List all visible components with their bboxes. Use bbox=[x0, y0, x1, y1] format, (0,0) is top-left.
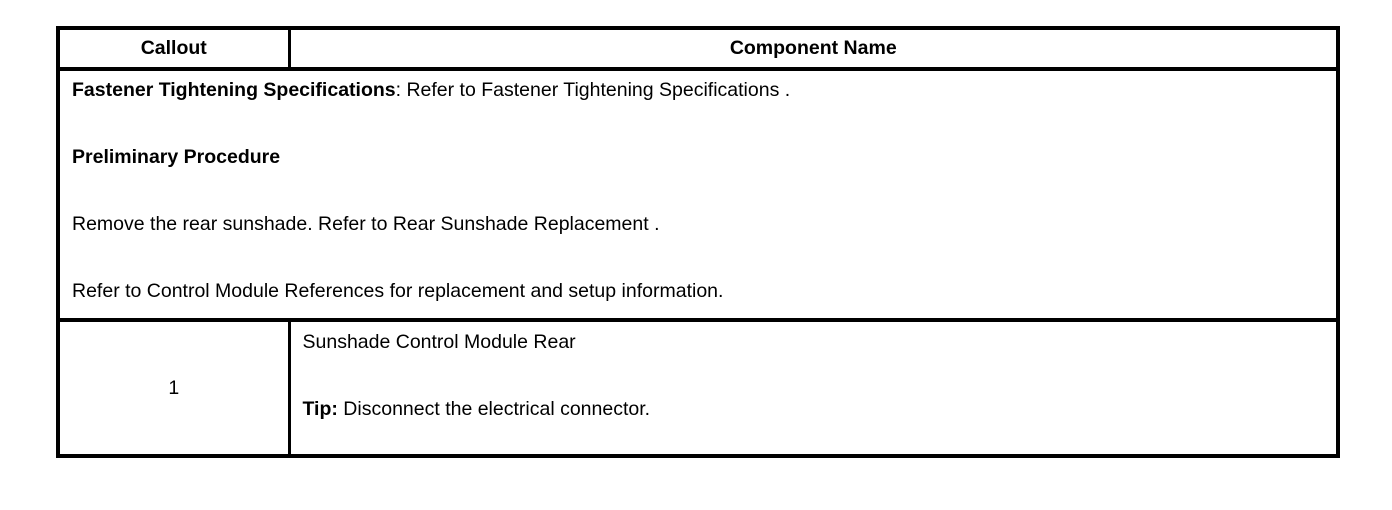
table-header-row: Callout Component Name bbox=[58, 28, 1338, 71]
note-fastener-specs: Fastener Tightening Specifications: Refe… bbox=[72, 79, 1326, 146]
column-header-callout: Callout bbox=[58, 28, 291, 71]
component-tip: Tip: Disconnect the electrical connector… bbox=[303, 398, 1327, 424]
component-tip-label: Tip: bbox=[302, 398, 338, 420]
note-control-module-references-text: Refer to Control Module References for r… bbox=[72, 280, 724, 302]
table-row: 1 Sunshade Control Module Rear Tip: Disc… bbox=[58, 320, 1338, 456]
note-preliminary-procedure-lead: Preliminary Procedure bbox=[72, 146, 281, 168]
component-description-cell: Sunshade Control Module Rear Tip: Discon… bbox=[289, 320, 1338, 456]
note-control-module-references: Refer to Control Module References for r… bbox=[72, 280, 1326, 308]
callout-number: 1 bbox=[58, 320, 291, 456]
note-fastener-specs-text: : Refer to Fastener Tightening Specifica… bbox=[395, 79, 791, 101]
note-remove-rear-sunshade-text: Remove the rear sunshade. Refer to Rear … bbox=[72, 213, 660, 235]
note-preliminary-procedure: Preliminary Procedure bbox=[72, 146, 1326, 213]
note-remove-rear-sunshade: Remove the rear sunshade. Refer to Rear … bbox=[72, 213, 1326, 280]
notes-cell: Fastener Tightening Specifications: Refe… bbox=[58, 69, 1338, 322]
column-header-component-name: Component Name bbox=[289, 28, 1338, 71]
component-name-text: Sunshade Control Module Rear bbox=[302, 331, 576, 353]
component-tip-text: Disconnect the electrical connector. bbox=[337, 398, 651, 420]
component-spec-table: Callout Component Name Fastener Tighteni… bbox=[56, 26, 1340, 458]
note-fastener-specs-lead: Fastener Tightening Specifications bbox=[72, 79, 396, 101]
table-notes-row: Fastener Tightening Specifications: Refe… bbox=[58, 69, 1338, 322]
